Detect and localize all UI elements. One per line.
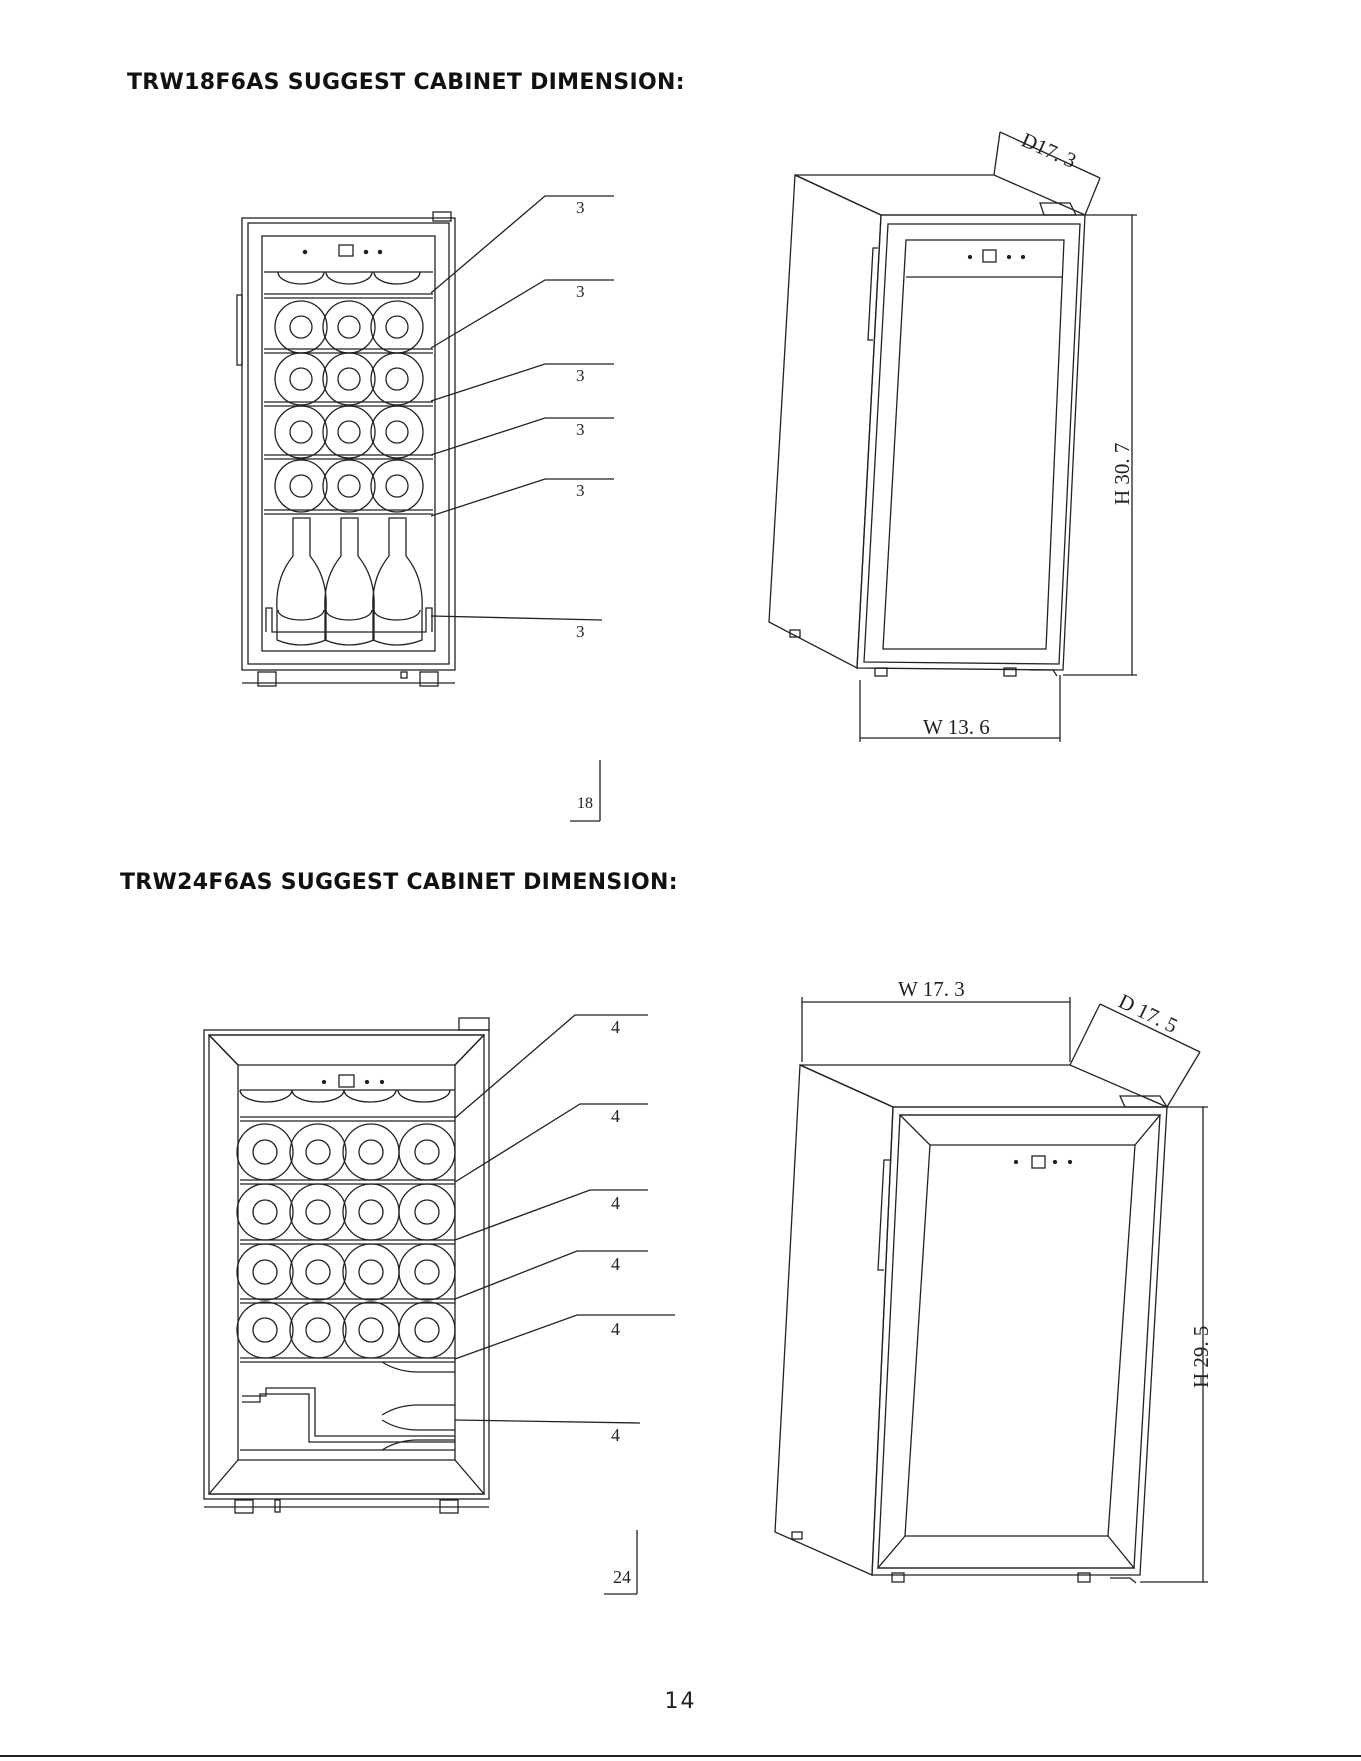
trw18-bottle-rows: [264, 272, 433, 645]
trw18-shelf-4-capacity: 3: [576, 420, 585, 439]
trw24-bottle-rows: [237, 1090, 455, 1450]
trw24-dimension-labels: W 17. 3 D 17. 5 H 29. 5: [898, 977, 1213, 1388]
trw18-shelf-6-capacity: 3: [576, 622, 585, 641]
trw18-total-capacity: 18: [577, 795, 593, 812]
trw18-control-panel: [264, 245, 433, 272]
trw24-height-label: H 29. 5: [1189, 1326, 1213, 1388]
trw24-capacity-labels: 4 4 4 4 4 4 24: [611, 1017, 631, 1587]
trw18-standing-bottles: [266, 518, 432, 645]
trw24-dimension-lines: [802, 997, 1208, 1582]
trw24-bottle-row-3: [237, 1244, 455, 1300]
trw24-depth-label: D 17. 5: [1115, 989, 1182, 1038]
trw24-width-label: W 17. 3: [898, 977, 965, 1001]
trw18-shelf-1-capacity: 3: [576, 198, 585, 217]
trw18-front-view: [237, 212, 455, 686]
trw24-feet: [204, 1500, 489, 1513]
trw18-bottle-row-3: [275, 406, 423, 458]
trw24-shelf-2-capacity: 4: [611, 1106, 620, 1126]
trw18-leader-lines: [431, 196, 614, 821]
footer-rule: [0, 1755, 1361, 1757]
trw18-depth-label: D17. 3: [1018, 128, 1080, 173]
trw24-total-capacity: 24: [613, 1567, 631, 1587]
trw24-shelf-4-capacity: 4: [611, 1254, 620, 1274]
trw24-bottle-row-1: [237, 1124, 455, 1180]
page-number: 14: [0, 1689, 1361, 1714]
trw18-bottle-row-2: [275, 353, 423, 405]
trw24-shelf-1-capacity: 4: [611, 1017, 620, 1037]
trw18-shelf-3-capacity: 3: [576, 366, 585, 385]
trw18-shelf-2-capacity: 3: [576, 282, 585, 301]
trw24-shelf-5-capacity: 4: [611, 1319, 620, 1339]
trw18-feet: [242, 672, 455, 686]
trw24-lying-bottles: [240, 1362, 455, 1450]
trw18-bottle-row-4: [275, 460, 423, 512]
trw18-dimension-labels: D17. 3 H 30. 7 W 13. 6: [923, 128, 1134, 739]
trw24-shelf-3-capacity: 4: [611, 1193, 620, 1213]
trw24-bottle-row-2: [237, 1184, 455, 1240]
trw24-front-view: [204, 1018, 489, 1513]
trw24-bottle-row-4: [237, 1302, 455, 1358]
trw24-perspective-view: [775, 1065, 1167, 1583]
trw18-bottle-row-1: [275, 301, 423, 353]
trw18-shelf-5-capacity: 3: [576, 481, 585, 500]
trw18-width-label: W 13. 6: [923, 715, 990, 739]
trw18-height-label: H 30. 7: [1110, 443, 1134, 505]
trw24-shelf-6-capacity: 4: [611, 1425, 620, 1445]
trw18-capacity-labels: 3 3 3 3 3 3 18: [576, 198, 593, 812]
trw24-control-panel: [240, 1075, 455, 1090]
trw18-perspective-view: [769, 175, 1085, 676]
